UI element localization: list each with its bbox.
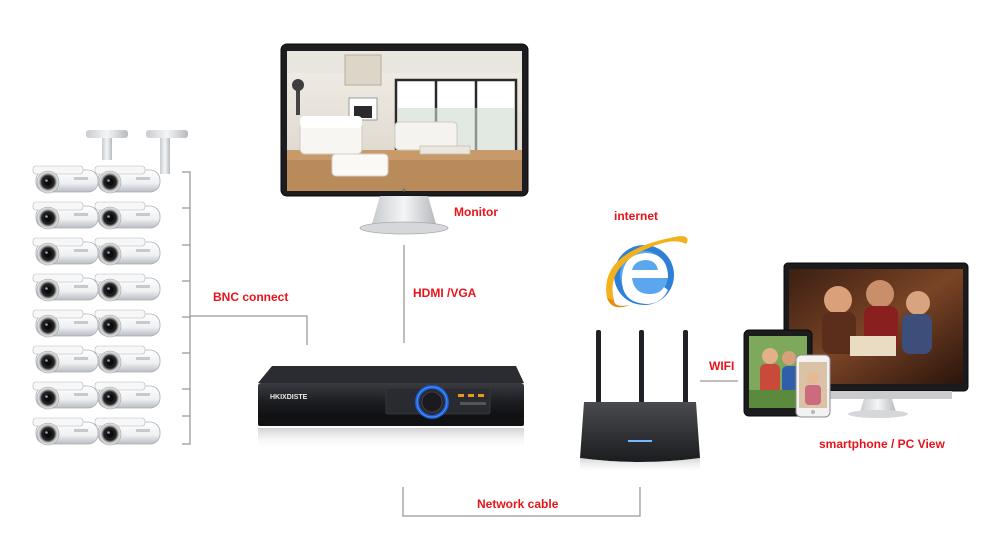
bnc-to-dvr-line [190,316,307,345]
label-internet: internet [614,209,658,223]
label-smartphone-pc-view: smartphone / PC View [819,437,945,451]
monitor-screen-room-scene [287,51,522,191]
monitor-base [360,222,448,234]
monitor-stand [372,196,436,224]
wifi-router [580,330,700,474]
label-wifi: WIFI [709,359,734,373]
camera-column-back [95,166,160,445]
dvr-recorder: HKIXDISTE [258,366,524,450]
router-antenna [639,330,644,406]
smartphone-device [796,355,830,417]
dvr-brand-logo: HKIXDISTE [270,394,308,401]
router-antenna [683,330,688,406]
label-monitor: Monitor [454,205,498,219]
camera-array [33,130,188,445]
router-antenna [596,330,601,406]
internet-explorer-icon [606,236,687,307]
dvr-reflection [258,428,524,450]
bnc-bracket-line [182,172,190,444]
label-network-cable: Network cable [477,497,558,511]
label-hdmi-vga: HDMI /VGA [413,286,476,300]
camera-column-front [33,166,98,445]
label-bnc-connect: BNC connect [213,290,288,304]
